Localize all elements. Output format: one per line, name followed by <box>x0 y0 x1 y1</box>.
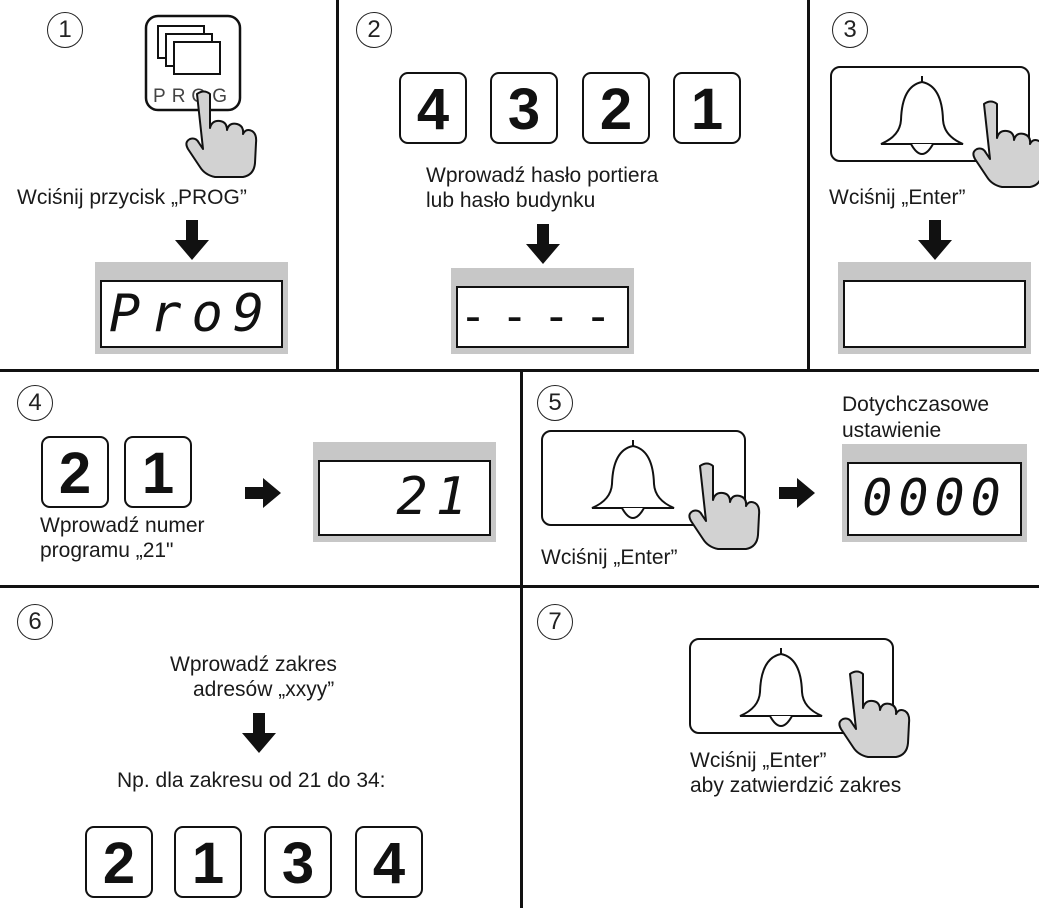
key-2: 2 <box>582 72 650 144</box>
step-number-3: 3 <box>832 12 868 48</box>
step5-instruction: Wciśnij „Enter” <box>541 546 678 569</box>
key-3: 3 <box>490 72 558 144</box>
step5-display-text: 0000 <box>862 469 1007 527</box>
step-number-2: 2 <box>356 12 392 48</box>
step5-display: 0000 <box>842 444 1027 542</box>
step7-instruction-line2: aby zatwierdzić zakres <box>690 774 902 797</box>
key-4: 4 <box>399 72 467 144</box>
arrow-right-icon <box>779 478 815 508</box>
step4-display: 21 <box>313 442 496 542</box>
step-number-6: 6 <box>17 604 53 640</box>
divider-h2 <box>0 585 1039 588</box>
arrow-down-icon <box>242 713 276 753</box>
key-1: 1 <box>174 826 242 898</box>
bell-icon <box>588 436 678 524</box>
key-4: 4 <box>355 826 423 898</box>
key-1: 1 <box>673 72 741 144</box>
step-number-5: 5 <box>537 385 573 421</box>
key-1: 1 <box>124 436 192 508</box>
pointing-hand-icon <box>686 462 761 552</box>
step4-instruction-line2: programu „21" <box>40 539 174 562</box>
key-2: 2 <box>41 436 109 508</box>
step1-display-text: Pro9 <box>108 284 275 344</box>
step7-instruction-line1: Wciśnij „Enter” <box>690 749 827 772</box>
prog-icon <box>144 14 242 112</box>
divider-v1 <box>336 0 339 370</box>
prog-button: PROG <box>144 14 242 112</box>
key-3: 3 <box>264 826 332 898</box>
arrow-down-icon <box>175 220 209 260</box>
divider-v2 <box>807 0 810 370</box>
step2-instruction-line1: Wprowadź hasło portiera <box>426 164 659 187</box>
pointing-hand-icon <box>183 90 258 178</box>
step2-display: ---- <box>451 268 634 354</box>
step2-display-text: ---- <box>459 289 626 343</box>
step1-instruction: Wciśnij przycisk „PROG” <box>17 186 247 209</box>
step2-instruction-line2: lub hasło budynku <box>426 189 596 212</box>
step4-display-text: 21 <box>396 467 475 527</box>
step-number-7: 7 <box>537 604 573 640</box>
step1-display: Pro9 <box>95 262 288 354</box>
pointing-hand-icon <box>836 670 911 760</box>
step3-display <box>838 262 1031 354</box>
pointing-hand-icon <box>970 100 1039 190</box>
step4-instruction-line1: Wprowadź numer <box>40 514 205 537</box>
step5-caption-line1: Dotychczasowe <box>842 393 990 416</box>
step6-instruction-line2: adresów „xxyy” <box>193 678 335 701</box>
step5-caption-line2: ustawienie <box>842 419 942 442</box>
step6-instruction-line1: Wprowadź zakres <box>170 653 337 676</box>
step-number-1: 1 <box>47 12 83 48</box>
divider-h1 <box>0 369 1039 372</box>
step6-example: Np. dla zakresu od 21 do 34: <box>117 769 386 792</box>
arrow-down-icon <box>918 220 952 260</box>
arrow-right-icon <box>245 478 281 508</box>
bell-icon <box>877 72 967 160</box>
bell-icon <box>736 644 826 732</box>
step3-instruction: Wciśnij „Enter” <box>829 186 966 209</box>
step-number-4: 4 <box>17 385 53 421</box>
arrow-down-icon <box>526 224 560 264</box>
step3-display-text <box>845 282 1024 346</box>
divider-v3 <box>520 370 523 908</box>
key-2: 2 <box>85 826 153 898</box>
